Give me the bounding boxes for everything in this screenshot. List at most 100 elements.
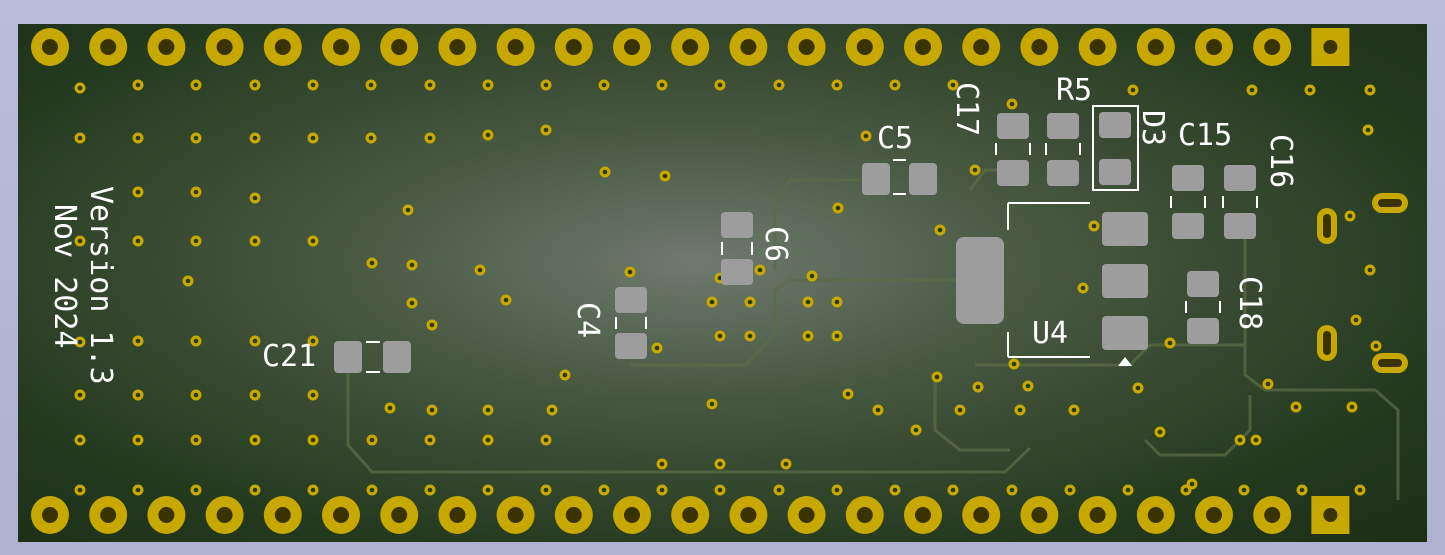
d3-pad [1099, 112, 1131, 138]
via-hole [310, 238, 316, 244]
pin-hole [449, 507, 466, 523]
pin-hole [973, 507, 990, 523]
via-hole [834, 299, 840, 305]
via-hole [1025, 383, 1031, 389]
via-hole [193, 487, 199, 493]
pin-hole [624, 39, 640, 55]
via-hole [135, 135, 141, 141]
via-hole [1167, 340, 1173, 346]
pin-hole [1206, 507, 1222, 523]
via-hole [834, 82, 840, 88]
via-hole [252, 392, 258, 398]
via-hole [427, 82, 433, 88]
via-hole [135, 82, 141, 88]
pin-hole [915, 39, 931, 55]
c5-pad [909, 163, 937, 195]
pin-hole [1264, 507, 1281, 523]
c16-pad [1224, 213, 1256, 239]
version-line1: Version 1.3 [83, 186, 118, 385]
via-hole [1293, 404, 1299, 410]
pin-hole [100, 507, 117, 523]
c18-pad [1187, 318, 1219, 344]
r5-pad [1047, 160, 1079, 186]
pin-hole [216, 39, 233, 55]
via-hole [193, 82, 199, 88]
via-hole [368, 135, 374, 141]
u4-pin-pad [1102, 264, 1148, 298]
via-hole [543, 82, 549, 88]
copper-traces [346, 168, 1400, 500]
via-hole [405, 207, 411, 213]
via-hole [485, 487, 491, 493]
c4-pad [615, 287, 647, 313]
pin-hole [1031, 39, 1048, 55]
via-hole [601, 487, 607, 493]
via-hole [1157, 429, 1163, 435]
pin-hole [449, 39, 466, 55]
via-hole [252, 135, 258, 141]
c6-pad [721, 212, 753, 238]
label-c15: C15 [1178, 118, 1232, 153]
via-hole [543, 437, 549, 443]
c17-pad [997, 160, 1029, 186]
via-hole [950, 82, 956, 88]
via-hole [757, 267, 763, 273]
via-hole [1017, 407, 1023, 413]
via-hole [429, 407, 435, 413]
via-hole [709, 401, 715, 407]
via-hole [77, 339, 83, 345]
c15-pad [1172, 213, 1204, 239]
via-hole [185, 278, 191, 284]
via-hole [1237, 437, 1243, 443]
via-hole [77, 135, 83, 141]
pin-hole [391, 39, 408, 55]
via-hole [1011, 361, 1017, 367]
pin-hole [158, 507, 175, 523]
via-hole [1091, 223, 1097, 229]
via-hole [427, 437, 433, 443]
label-u4: U4 [1032, 316, 1068, 351]
via-hole [805, 299, 811, 305]
via-hole [835, 205, 841, 211]
via-hole [429, 322, 435, 328]
via-hole [543, 487, 549, 493]
via-hole [409, 300, 415, 306]
version-line2: Nov 2024 [47, 204, 82, 349]
label-c6: C6 [758, 226, 793, 262]
via-hole [135, 338, 141, 344]
pin-hole [333, 507, 349, 523]
via-hole [659, 82, 665, 88]
via-hole [193, 338, 199, 344]
pin-hole [682, 39, 699, 55]
u4-pin-pad [1102, 316, 1148, 350]
via-hole [193, 135, 199, 141]
via-hole [135, 487, 141, 493]
via-hole [1307, 87, 1313, 93]
via-hole [310, 487, 316, 493]
via-hole [1125, 487, 1131, 493]
pin-hole [856, 39, 873, 55]
pin-hole [1089, 507, 1106, 523]
via-hole [543, 127, 549, 133]
via-hole [717, 82, 723, 88]
via-hole [875, 407, 881, 413]
via-hole [834, 333, 840, 339]
via-hole [975, 384, 981, 390]
pin-hole [1089, 39, 1106, 55]
pin-hole [565, 39, 582, 55]
c16-pad [1224, 165, 1256, 191]
oval-hole [1323, 331, 1331, 355]
via-hole [310, 338, 316, 344]
pin-hole [1031, 507, 1048, 523]
via-hole [934, 374, 940, 380]
via-hole [369, 487, 375, 493]
via-hole [1357, 487, 1363, 493]
r5-pad [1047, 113, 1079, 139]
via-hole [1249, 87, 1255, 93]
via-hole [834, 487, 840, 493]
via-hole [845, 391, 851, 397]
via-hole [937, 227, 943, 233]
via-hole [627, 269, 633, 275]
label-d3: D3 [1135, 110, 1170, 146]
pin-hole [333, 39, 349, 55]
